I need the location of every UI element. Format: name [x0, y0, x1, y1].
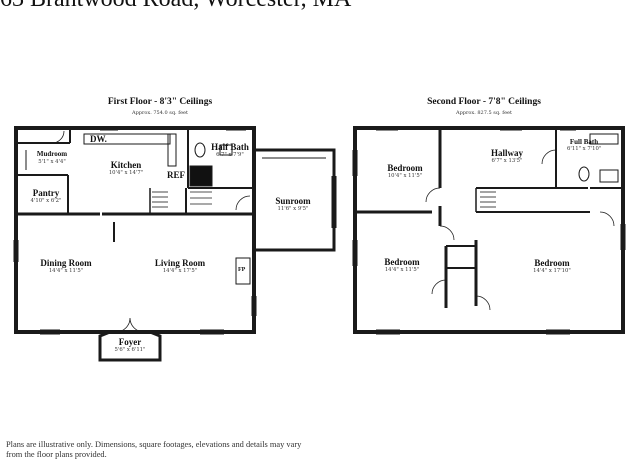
disclaimer-text: Plans are illustrative only. Dimensions,… — [6, 440, 302, 459]
room-name: Kitchen — [110, 160, 142, 170]
second-floor-area: Approx. 827.5 sq. feet — [455, 110, 513, 116]
refrigerator-tag: REF — [167, 170, 185, 180]
room-dims: 14'4" x 17'10" — [533, 268, 571, 274]
room-half-bath: Half Bath 6'7" x 7'9" — [211, 143, 249, 159]
room-name: Hallway — [490, 148, 524, 158]
room-name: Bedroom — [534, 258, 570, 268]
room-dims: 14'4" x 11'5" — [48, 268, 84, 274]
room-sunroom: Sunroom 11'6" x 9'5" — [275, 196, 310, 213]
room-name: Foyer — [118, 337, 142, 347]
dishwasher-tag: DW. — [90, 134, 107, 144]
room-name: Full Bath — [569, 138, 599, 146]
room-dims: 5'1" x 4'4" — [38, 159, 66, 165]
room-dims: 11'6" x 9'5" — [277, 206, 309, 212]
room-full-bath: Full Bath 6'11" x 7'10" — [567, 138, 601, 153]
first-floor-label: First Floor - 8'3" Ceilings — [107, 97, 213, 107]
room-dims: 6'11" x 7'10" — [567, 146, 602, 152]
room-name: Half Bath — [211, 142, 249, 152]
room-name: Bedroom — [384, 257, 420, 267]
fireplace-tag: FP — [238, 267, 246, 273]
room-bedroom-1: Bedroom 10'4" x 11'5" — [387, 163, 422, 180]
room-name: Mudroom — [36, 150, 68, 158]
room-dims: 10'4" x 14'7" — [108, 170, 144, 176]
room-bedroom-2: Bedroom 14'4" x 11'5" — [384, 257, 419, 274]
second-floor-label: Second Floor - 7'8" Ceilings — [427, 97, 541, 107]
room-dims: 14'4" x 17'5" — [162, 268, 198, 274]
room-bedroom-3: Bedroom 14'4" x 17'10" — [533, 258, 571, 275]
room-dims: 5'6" x 6'11" — [114, 347, 146, 353]
room-name: Living Room — [154, 258, 206, 268]
room-dining: Dining Room 14'4" x 11'5" — [38, 258, 94, 275]
room-dims: 10'4" x 11'5" — [387, 173, 423, 179]
room-foyer: Foyer 5'6" x 6'11" — [115, 337, 146, 354]
room-name: Bedroom — [387, 163, 423, 173]
room-pantry: Pantry 4'10" x 6'2" — [31, 188, 62, 205]
room-name: Pantry — [32, 188, 60, 198]
room-name: Sunroom — [275, 196, 311, 206]
room-dims: 4'10" x 6'2" — [30, 198, 62, 204]
first-floor-walls — [13, 126, 337, 362]
room-name: Dining Room — [40, 258, 92, 268]
room-mudroom: Mudroom 5'1" x 4'4" — [37, 149, 67, 166]
room-kitchen: Kitchen 10'4" x 14'7" — [109, 160, 143, 177]
first-floor-area: Approx. 754.0 sq. feet — [131, 110, 189, 116]
page-title: 63 Brantwood Road, Worcester, MA — [0, 0, 351, 13]
room-dims: 6'7" x 7'9" — [216, 152, 244, 158]
room-dims: 14'4" x 11'5" — [384, 267, 420, 273]
second-floor-walls — [352, 126, 626, 335]
room-hallway: Hallway 6'7" x 13'5" — [491, 148, 523, 165]
room-dims: 6'7" x 13'5" — [491, 158, 523, 164]
room-living: Living Room 14'4" x 17'5" — [153, 258, 207, 275]
